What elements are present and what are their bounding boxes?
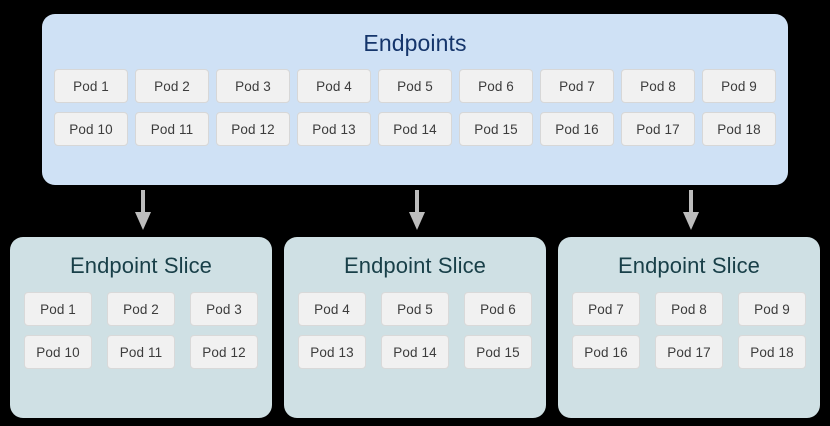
pod-chip[interactable]: Pod 3 [216,69,290,103]
pod-chip[interactable]: Pod 15 [464,335,532,369]
pod-chip[interactable]: Pod 6 [464,292,532,326]
endpoint-slice-container-1: Endpoint Slice Pod 1 Pod 2 Pod 3 Pod 10 … [10,237,272,418]
endpoints-title: Endpoints [363,30,467,56]
pod-chip[interactable]: Pod 1 [54,69,128,103]
pod-chip[interactable]: Pod 9 [738,292,806,326]
endpoint-slice-pod-row-1: Pod 7 Pod 8 Pod 9 [572,292,806,326]
endpoint-slice-pod-grid: Pod 4 Pod 5 Pod 6 Pod 13 Pod 14 Pod 15 [284,279,546,369]
endpoint-slice-pod-row-1: Pod 1 Pod 2 Pod 3 [24,292,258,326]
endpoint-slice-pod-row-1: Pod 4 Pod 5 Pod 6 [298,292,532,326]
pod-chip[interactable]: Pod 4 [298,292,366,326]
pod-chip[interactable]: Pod 18 [702,112,776,146]
pod-chip[interactable]: Pod 5 [378,69,452,103]
pod-chip[interactable]: Pod 6 [459,69,533,103]
pod-chip[interactable]: Pod 7 [572,292,640,326]
arrow-down-icon [683,190,699,230]
pod-chip[interactable]: Pod 13 [298,335,366,369]
pod-chip[interactable]: Pod 14 [378,112,452,146]
endpoints-pod-row-1: Pod 1 Pod 2 Pod 3 Pod 4 Pod 5 Pod 6 Pod … [54,69,776,103]
arrow-down-icon [135,190,151,230]
pod-chip[interactable]: Pod 12 [190,335,258,369]
endpoint-slice-container-3: Endpoint Slice Pod 7 Pod 8 Pod 9 Pod 16 … [558,237,820,418]
pod-chip[interactable]: Pod 9 [702,69,776,103]
endpoint-slice-pod-grid: Pod 7 Pod 8 Pod 9 Pod 16 Pod 17 Pod 18 [558,279,820,369]
endpoint-slice-pod-row-2: Pod 13 Pod 14 Pod 15 [298,335,532,369]
endpoint-slice-title: Endpoint Slice [69,253,213,278]
pod-chip[interactable]: Pod 11 [107,335,175,369]
pod-chip[interactable]: Pod 11 [135,112,209,146]
endpoint-slice-title: Endpoint Slice [617,253,761,278]
endpoint-slice-pod-grid: Pod 1 Pod 2 Pod 3 Pod 10 Pod 11 Pod 12 [10,279,272,369]
arrow-down-icon [409,190,425,230]
pod-chip[interactable]: Pod 16 [572,335,640,369]
pod-chip[interactable]: Pod 17 [655,335,723,369]
endpoint-slice-title: Endpoint Slice [343,253,487,278]
pod-chip[interactable]: Pod 3 [190,292,258,326]
endpoint-slice-pod-row-2: Pod 10 Pod 11 Pod 12 [24,335,258,369]
pod-chip[interactable]: Pod 14 [381,335,449,369]
pod-chip[interactable]: Pod 10 [24,335,92,369]
endpoints-pod-grid: Pod 1 Pod 2 Pod 3 Pod 4 Pod 5 Pod 6 Pod … [42,57,788,146]
pod-chip[interactable]: Pod 2 [107,292,175,326]
pod-chip[interactable]: Pod 5 [381,292,449,326]
pod-chip[interactable]: Pod 15 [459,112,533,146]
pod-chip[interactable]: Pod 8 [621,69,695,103]
pod-chip[interactable]: Pod 1 [24,292,92,326]
pod-chip[interactable]: Pod 16 [540,112,614,146]
pod-chip[interactable]: Pod 10 [54,112,128,146]
pod-chip[interactable]: Pod 4 [297,69,371,103]
pod-chip[interactable]: Pod 8 [655,292,723,326]
pod-chip[interactable]: Pod 2 [135,69,209,103]
pod-chip[interactable]: Pod 7 [540,69,614,103]
pod-chip[interactable]: Pod 12 [216,112,290,146]
pod-chip[interactable]: Pod 17 [621,112,695,146]
pod-chip[interactable]: Pod 18 [738,335,806,369]
endpoints-container: Endpoints Pod 1 Pod 2 Pod 3 Pod 4 Pod 5 … [42,14,788,185]
endpoints-pod-row-2: Pod 10 Pod 11 Pod 12 Pod 13 Pod 14 Pod 1… [54,112,776,146]
endpoint-slice-container-2: Endpoint Slice Pod 4 Pod 5 Pod 6 Pod 13 … [284,237,546,418]
pod-chip[interactable]: Pod 13 [297,112,371,146]
endpoint-slice-pod-row-2: Pod 16 Pod 17 Pod 18 [572,335,806,369]
